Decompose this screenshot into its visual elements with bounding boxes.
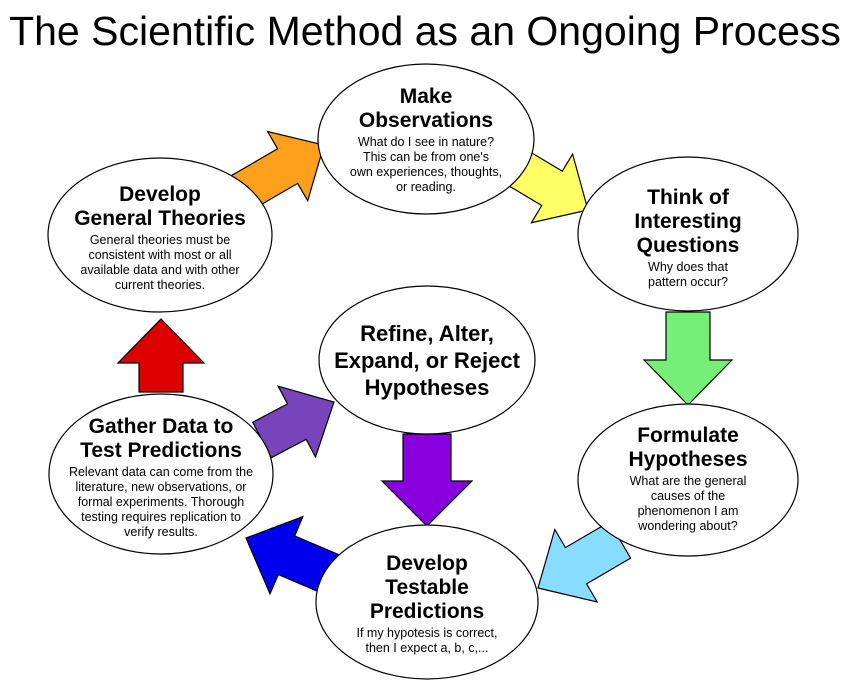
arrow-gather-to-refine (251, 385, 335, 459)
arrow-observations-to-questions (506, 150, 589, 224)
node-make-observations: Make Observations What do I see in natur… (326, 80, 526, 200)
node-gather-data: Gather Data to Test Predictions Relevant… (51, 415, 271, 539)
node-develop-theories-shape (47, 157, 273, 313)
node-make-observations-shape (317, 63, 535, 215)
node-formulate-hypotheses-shape (577, 403, 799, 557)
page-title: The Scientific Method as an Ongoing Proc… (9, 8, 841, 54)
arrow-refine-to-predictions (380, 433, 474, 527)
node-make-observations-description: What do I see in nature? This can be fro… (349, 135, 503, 194)
node-develop-predictions: Develop Testable Predictions If my hypot… (322, 544, 532, 664)
arrow-questions-to-hypotheses (642, 311, 734, 406)
node-formulate-hypotheses: Formulate Hypotheses What are the genera… (588, 420, 788, 538)
node-think-questions-shape (577, 156, 799, 312)
node-formulate-hypotheses-heading: Formulate Hypotheses (628, 424, 748, 471)
node-formulate-hypotheses-description: What are the general causes of the pheno… (629, 474, 747, 533)
node-develop-theories: Develop General Theories General theorie… (55, 180, 265, 295)
node-refine-hypotheses-shape (318, 285, 536, 435)
node-develop-predictions-heading: Develop Testable Predictions (369, 552, 485, 623)
node-gather-data-heading: Gather Data to Test Predictions (80, 414, 242, 462)
node-develop-predictions-description: If my hypotesis is correct, then I expec… (356, 626, 498, 655)
node-refine-hypotheses: Refine, Alter, Expand, or Reject Hypothe… (327, 310, 527, 410)
arrow-hypotheses-to-predictions (537, 521, 632, 603)
node-gather-data-description: Relevant data can come from the literatu… (68, 464, 254, 539)
node-think-questions-heading: Think of Interesting Questions (634, 185, 742, 257)
node-develop-theories-heading: Develop General Theories (74, 182, 246, 230)
node-think-questions-description: Why does that pattern occur? (648, 259, 728, 289)
node-develop-predictions-shape (315, 524, 539, 680)
node-refine-hypotheses-heading: Refine, Alter, Expand, or Reject Hypothe… (334, 320, 520, 400)
node-gather-data-shape (48, 393, 274, 555)
node-develop-theories-description: General theories must be consistent with… (80, 232, 240, 292)
node-think-questions: Think of Interesting Questions Why does … (588, 180, 788, 295)
node-make-observations-heading: Make Observations (358, 85, 494, 132)
arrow-gather-to-theories (116, 318, 206, 393)
